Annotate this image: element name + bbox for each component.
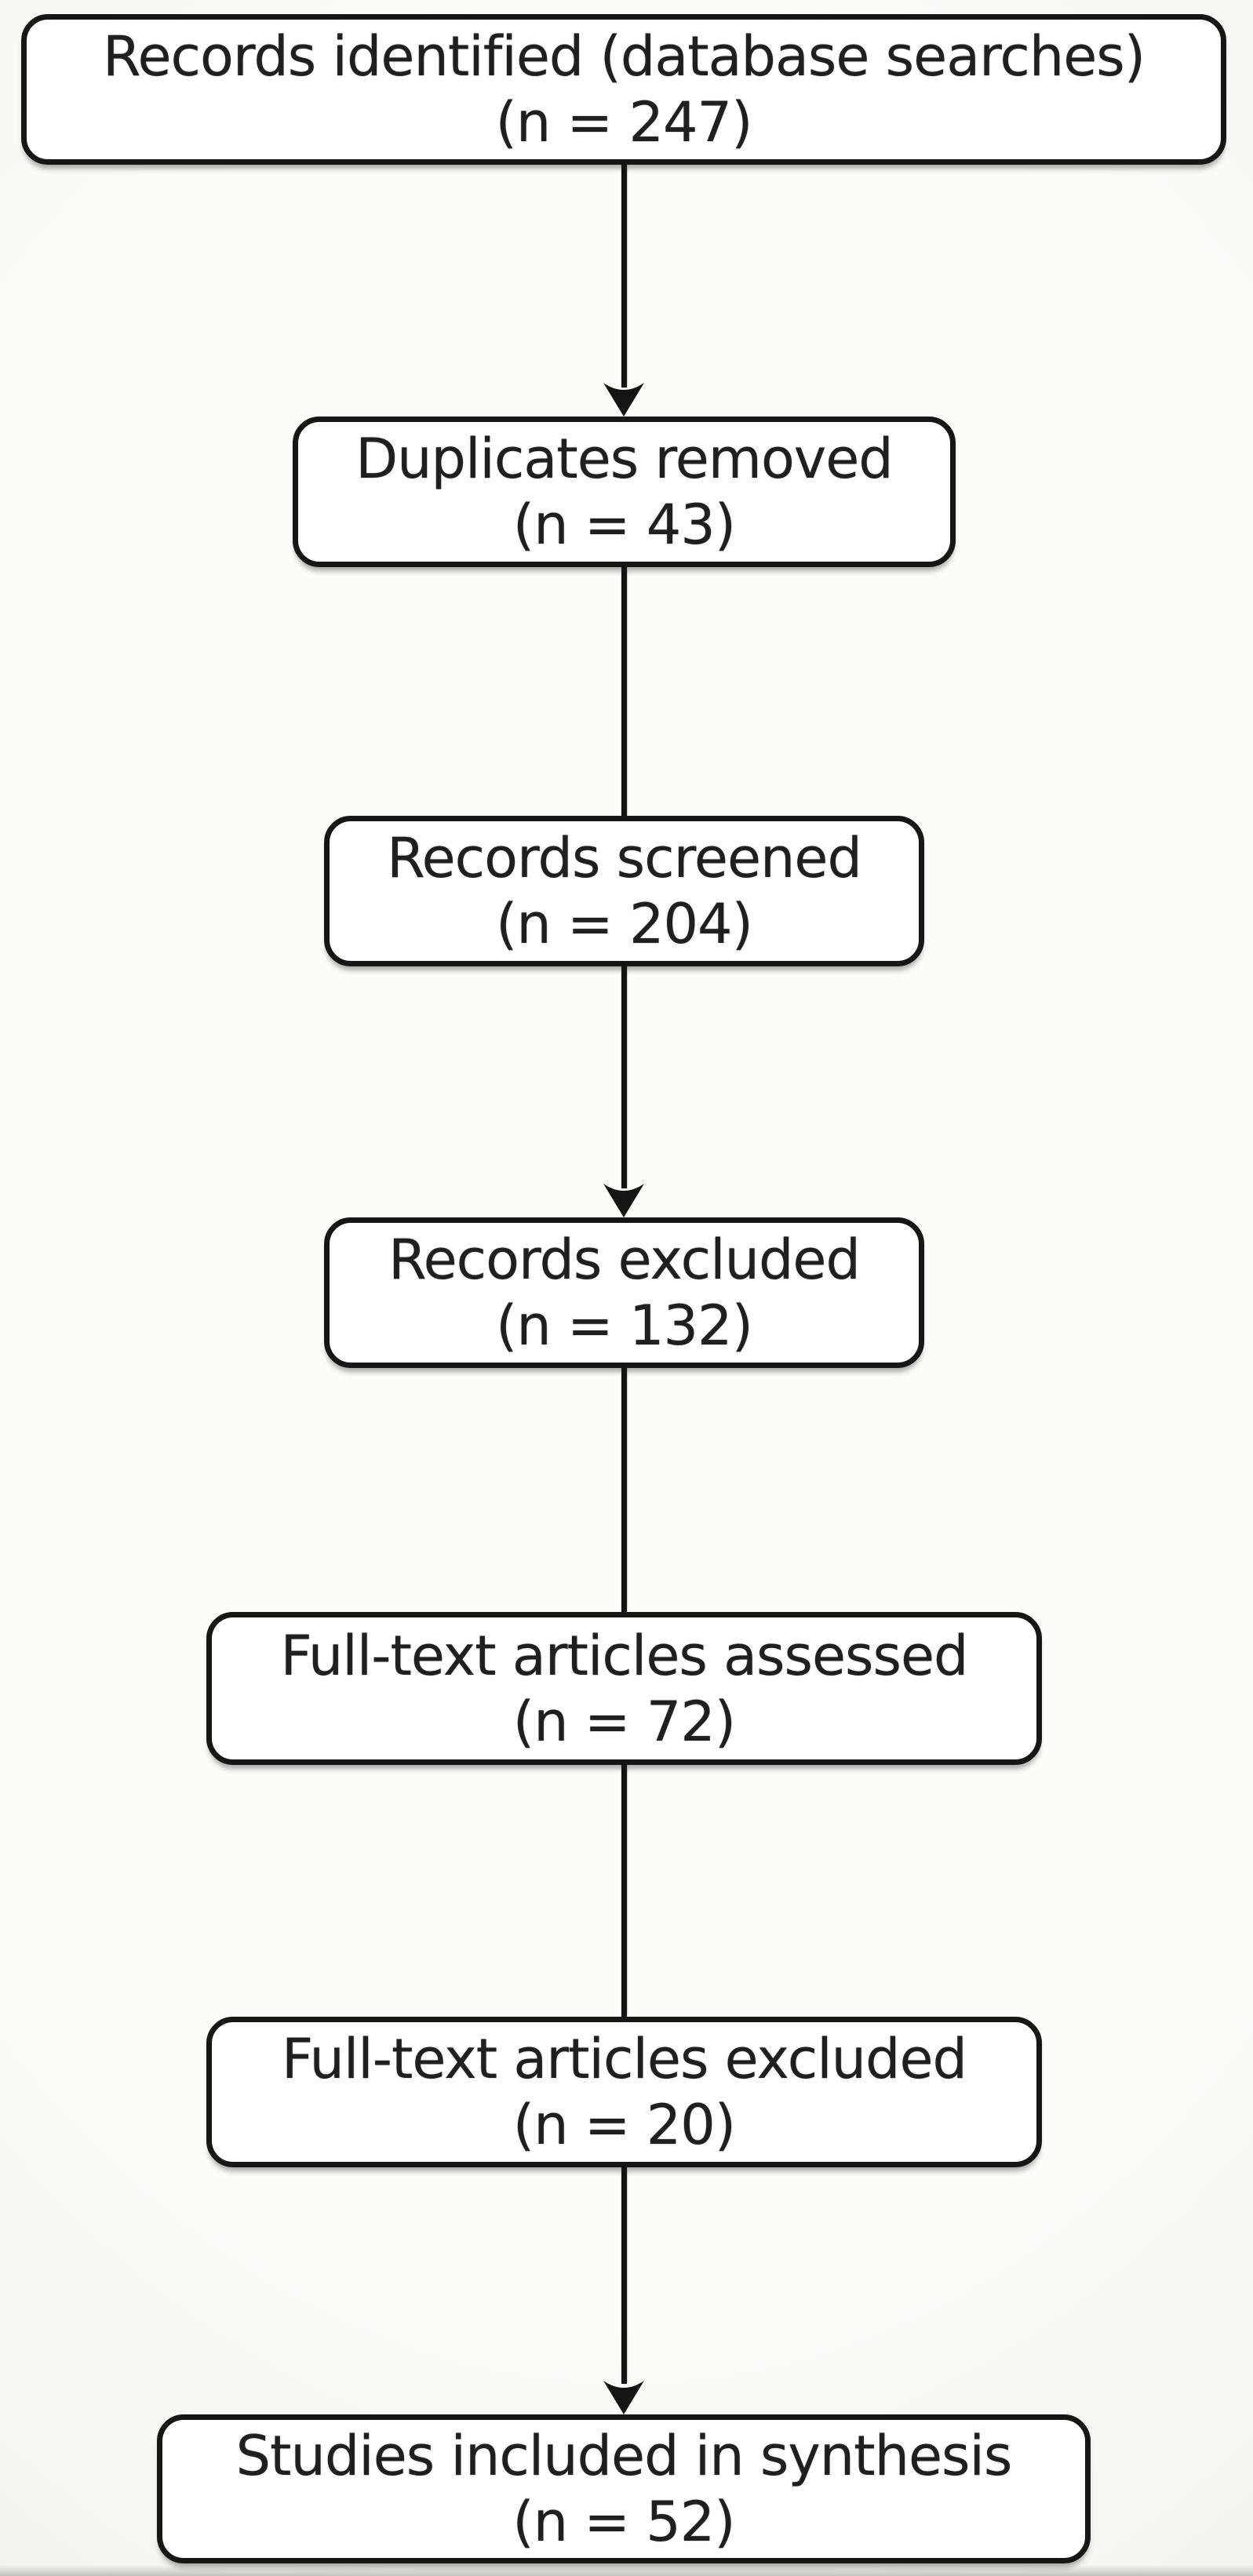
node-label: Records excluded — [388, 1228, 861, 1292]
node-label: Records screened — [387, 826, 862, 890]
arrow-down-icon — [603, 2381, 644, 2414]
node-count: (n = 52) — [512, 2490, 735, 2554]
flow-node-records-excluded: Records excluded (n = 132) — [324, 1217, 924, 1368]
connector-excluded-to-assessed — [621, 1365, 627, 1615]
flow-node-duplicates-removed: Duplicates removed (n = 43) — [293, 417, 956, 567]
node-label: Studies included in synthesis — [235, 2424, 1013, 2488]
connector-ftexcluded-to-included — [621, 2164, 627, 2384]
flow-node-fulltext-excluded: Full-text articles excluded (n = 20) — [206, 2017, 1042, 2167]
node-label: Full-text articles assessed — [280, 1623, 969, 1688]
node-count: (n = 20) — [512, 2093, 736, 2157]
connector-duplicates-to-screened — [621, 564, 627, 819]
scan-artifact-bottom-edge — [0, 2565, 1253, 2576]
node-count: (n = 72) — [512, 1689, 736, 1754]
flow-node-records-identified: Records identified (database searches) (… — [21, 14, 1226, 165]
flow-node-records-screened: Records screened (n = 204) — [324, 816, 924, 966]
node-label: Records identified (database searches) — [102, 24, 1146, 89]
node-count: (n = 43) — [512, 493, 736, 557]
connector-screened-to-excluded — [621, 963, 627, 1188]
arrow-down-icon — [603, 1184, 644, 1217]
node-count: (n = 132) — [496, 1293, 753, 1358]
arrow-down-icon — [603, 383, 644, 417]
connector-identified-to-duplicates — [621, 162, 627, 387]
node-count: (n = 204) — [496, 892, 753, 956]
flow-node-fulltext-assessed: Full-text articles assessed (n = 72) — [206, 1612, 1042, 1765]
node-label: Duplicates removed — [355, 427, 893, 491]
flow-node-studies-included: Studies included in synthesis (n = 52) — [157, 2414, 1091, 2563]
node-count: (n = 247) — [495, 90, 753, 155]
connector-assessed-to-ftexcluded — [621, 1762, 627, 2020]
node-label: Full-text articles excluded — [282, 2027, 967, 2091]
